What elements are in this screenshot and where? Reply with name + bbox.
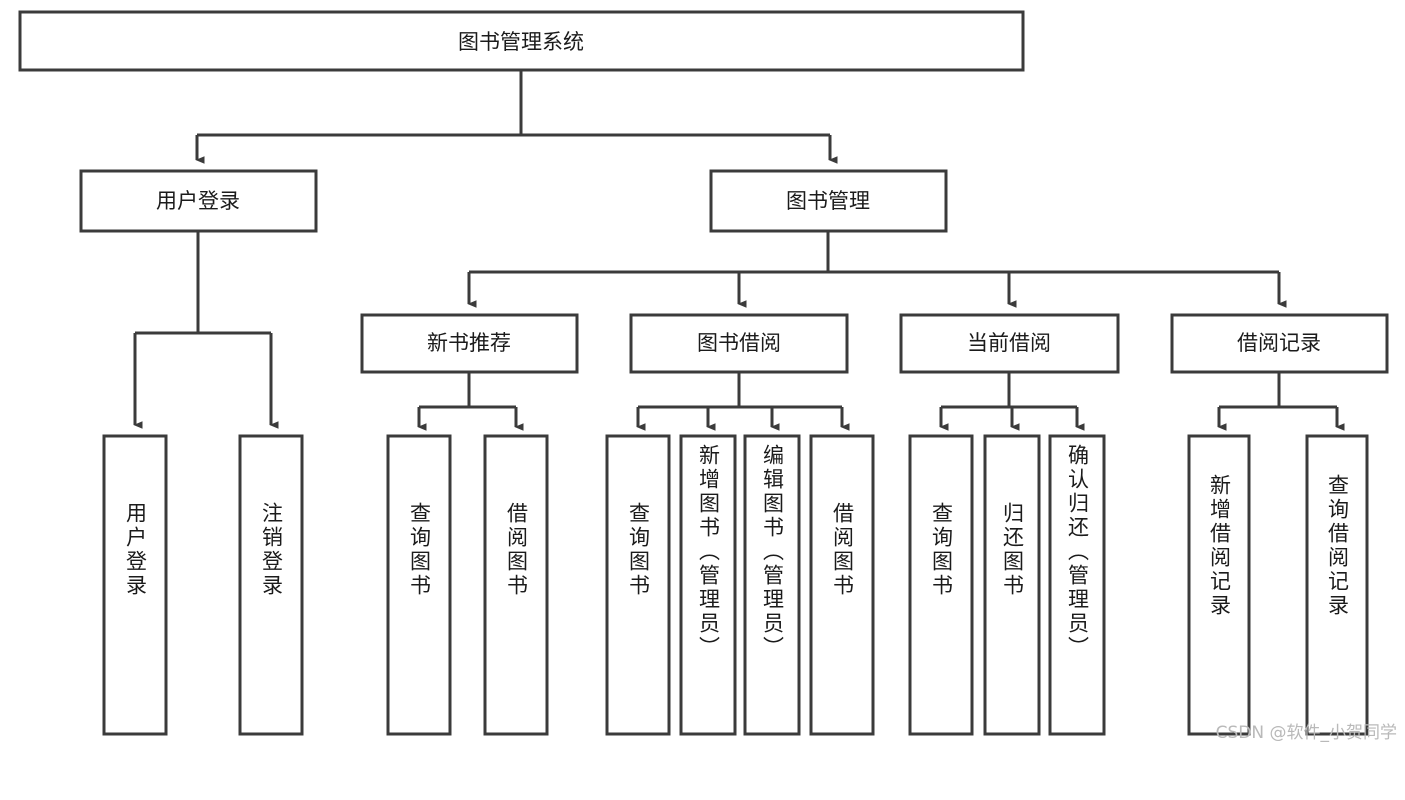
connector-root-to-level2	[195, 70, 838, 164]
node-borrow-records[interactable]: 借阅记录	[1170, 313, 1389, 374]
node-book-borrow[interactable]: 图书借阅	[629, 313, 849, 374]
leaf-box-return-book[interactable]	[983, 434, 1041, 736]
node-user-login-box[interactable]	[79, 169, 318, 233]
leaf-boxes	[102, 434, 1369, 736]
node-user-login[interactable]: 用户登录	[79, 169, 318, 233]
leaf-box-confirm-return-admin[interactable]	[1048, 434, 1106, 736]
node-new-book-recommend-box[interactable]	[360, 313, 579, 374]
watermark-text: CSDN @软件_小贺同学	[1215, 723, 1397, 743]
diagram-canvas: 图书管理系统 用户登录 图书管理	[18, 10, 1397, 743]
connector-book-borrow-to-leaves	[636, 372, 850, 431]
leaf-box-user-login[interactable]	[102, 434, 168, 736]
node-root-box[interactable]	[18, 10, 1025, 72]
leaf-box-query-book-rec[interactable]	[386, 434, 452, 736]
node-new-book-recommend[interactable]: 新书推荐	[360, 313, 579, 374]
node-current-borrow-box[interactable]	[899, 313, 1120, 374]
leaf-box-user-logout[interactable]	[238, 434, 304, 736]
connector-book-management-to-level3	[467, 231, 1287, 308]
leaf-box-add-book-admin[interactable]	[679, 434, 737, 736]
node-new-book-recommend-label: 新书推荐	[427, 331, 511, 355]
leaf-box-borrow-book[interactable]	[809, 434, 875, 736]
leaf-box-borrow-book-rec[interactable]	[483, 434, 549, 736]
leaf-box-query-borrow-record[interactable]	[1305, 434, 1369, 736]
node-book-management[interactable]: 图书管理	[709, 169, 948, 233]
leaf-box-edit-book-admin[interactable]	[743, 434, 801, 736]
node-root-label: 图书管理系统	[458, 30, 584, 54]
leaf-box-query-book-borrow[interactable]	[605, 434, 671, 736]
node-current-borrow[interactable]: 当前借阅	[899, 313, 1120, 374]
leaf-box-add-borrow-record[interactable]	[1187, 434, 1251, 736]
node-book-management-label: 图书管理	[786, 189, 870, 213]
node-root[interactable]: 图书管理系统	[18, 10, 1025, 72]
node-current-borrow-label: 当前借阅	[967, 331, 1051, 355]
connector-new-book-recommend-to-leaves	[417, 372, 524, 431]
connector-current-borrow-to-leaves	[939, 372, 1085, 431]
leaf-box-query-book-current[interactable]	[908, 434, 974, 736]
connector-borrow-records-to-leaves	[1217, 372, 1345, 431]
node-borrow-records-label: 借阅记录	[1237, 331, 1321, 355]
node-user-login-label: 用户登录	[156, 189, 240, 213]
connector-user-login-to-leaves	[133, 231, 279, 429]
node-book-borrow-label: 图书借阅	[697, 331, 781, 355]
tree-diagram-svg: 图书管理系统 用户登录 图书管理	[18, 10, 1389, 736]
